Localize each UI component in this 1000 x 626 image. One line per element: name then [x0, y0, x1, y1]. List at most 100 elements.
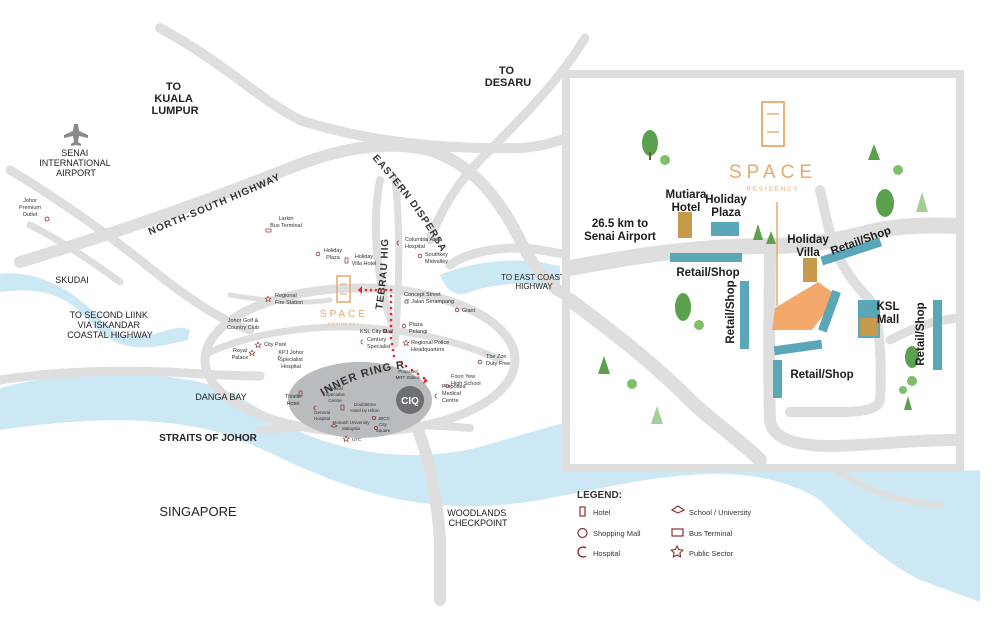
retail-block [773, 360, 782, 398]
inset-loop-road [763, 240, 956, 452]
east-coast-label: TO EAST COAST HIGHWAY [501, 273, 567, 291]
second-link-line-1: TO SECOND LIINK [70, 310, 148, 320]
inset-space-logo: SPACE RESIDENCY [729, 101, 812, 193]
second-link-line-2: VIA ISKANDAR [77, 320, 140, 330]
hotel-icon [298, 390, 303, 397]
school-icon [330, 423, 338, 428]
holiday-villa-building [803, 258, 817, 282]
legend-item-hospital: Hospital [577, 546, 620, 558]
legend-item-public-sector: Public Sector [669, 544, 734, 558]
danga-bay-label: DANGA BAY [195, 392, 246, 402]
retail-shop-label-1: Retail/Shop [676, 267, 739, 279]
tree-icon [642, 130, 658, 156]
space-residency-plot [772, 282, 838, 330]
tree-icon [651, 406, 663, 424]
kl-label: TO KUALA LUMPUR [151, 81, 198, 117]
shopping-mall-icon [401, 323, 407, 329]
tree-icon [893, 165, 903, 175]
desaru-label: TO DESARU [485, 65, 532, 89]
inset-main-road [570, 217, 956, 276]
eastern-dispersal-text: EASTERN DISPERSAL LINK [0, 0, 448, 254]
poi-jbcc: JBCC [371, 415, 391, 421]
tree-icon [627, 379, 637, 389]
public-sector-icon [402, 339, 410, 347]
retail-block [818, 289, 841, 333]
tree-icon [916, 192, 928, 212]
space-logo-mark [761, 101, 785, 147]
hospital-icon [322, 391, 326, 397]
poi-ksl-city-mall: KSL City Mall [360, 328, 393, 335]
tree-icon [694, 320, 704, 330]
legend: LEGEND: Hotel School / University Shoppi… [577, 490, 751, 558]
tree-icon [660, 155, 670, 165]
legend-title: LEGEND: [577, 490, 622, 501]
region-labels: TO KUALA LUMPUR TO DESARU SENAI INTERNAT… [39, 65, 567, 528]
ciq-badge [396, 386, 424, 414]
school-icon [670, 505, 686, 514]
legend-label: Public Sector [689, 549, 734, 558]
kl-line-2: KUALA [154, 93, 193, 105]
public-sector-icon [342, 435, 350, 443]
poi-golf: Johor Golf &Country Club [227, 318, 259, 331]
tree-icon [899, 386, 907, 394]
hospital-icon [577, 546, 587, 558]
legend-item-school: School / University [670, 505, 751, 517]
inset-south-road [570, 293, 767, 464]
retail-block [670, 253, 742, 262]
second-link-line-3: COASTAL HIGHWAY [67, 330, 153, 340]
hospital-icon [277, 355, 281, 361]
shopping-mall-icon [577, 527, 588, 539]
north-south-highway-road [14, 139, 596, 306]
ksl-mall-annex [860, 318, 878, 336]
school-icon [443, 383, 451, 388]
woodlands-line-2: CHECKPOINT [448, 518, 508, 528]
hospital-icon [396, 240, 400, 246]
ciq-zone [288, 362, 432, 438]
mutiara-hotel-building [678, 212, 692, 238]
poi-utc: UTC [342, 435, 362, 443]
legend-label: School / University [689, 508, 751, 517]
shopping-mall-icon [382, 328, 388, 334]
svg-text:Concept Street@ Jalan Serampan: Concept Street@ Jalan Serampang [404, 292, 454, 305]
retail-shop-blocks [670, 237, 942, 398]
legend-label: Hotel [593, 508, 611, 517]
hotel-icon [344, 257, 349, 264]
svg-text:City Park: City Park [264, 342, 287, 348]
retail-shop-label-5: Retail/Shop [915, 302, 927, 365]
public-sector-icon [669, 544, 685, 558]
desaru-line-2: DESARU [485, 77, 532, 89]
airport-icon [64, 124, 88, 146]
kl-line-1: TO [166, 81, 182, 93]
inset-buildings [670, 212, 942, 398]
east-coast-line-1: TO EAST COAST [501, 273, 565, 282]
ciq-roundabout: CIQ [288, 362, 432, 438]
straits-label: STRAITS OF JOHOR [159, 433, 258, 444]
hospital-icon [434, 393, 438, 399]
